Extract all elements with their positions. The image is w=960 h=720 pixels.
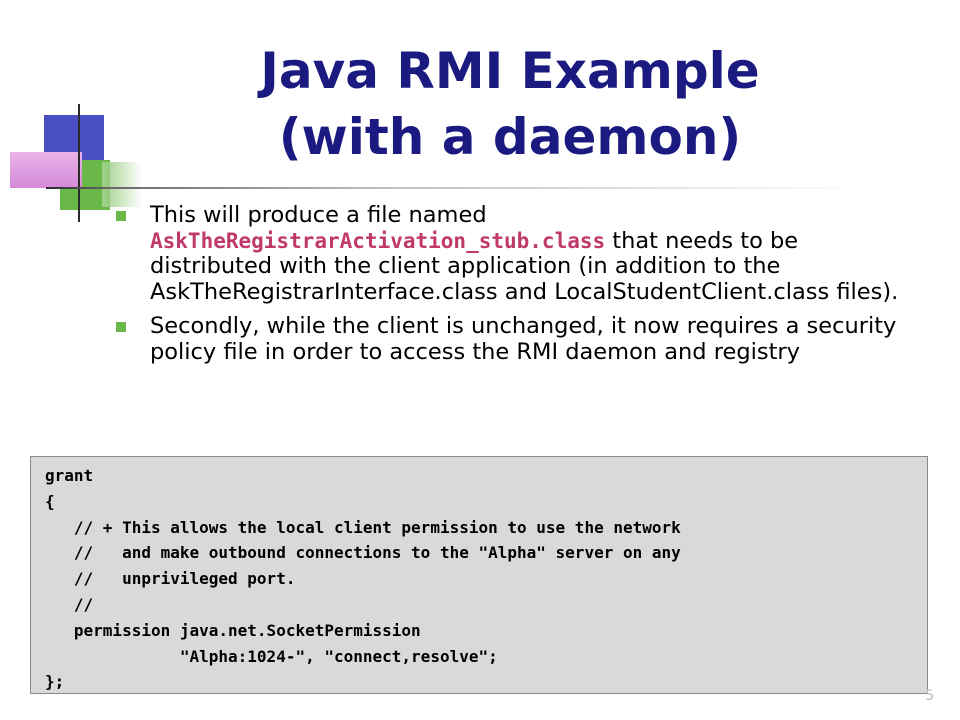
page-number: 5 (925, 688, 934, 704)
code-line: // unprivileged port. (45, 569, 296, 589)
stub-class-filename: AskTheRegistrarActivation_stub.class (150, 228, 606, 253)
decor-horizontal-rule (46, 187, 866, 189)
decor-vertical-line (78, 104, 80, 222)
code-line: // + This allows the local client permis… (45, 517, 681, 537)
bullet-text-post: that needs to be distributed with the cl… (150, 227, 899, 305)
bullet-item: Secondly, while the client is unchanged,… (116, 313, 916, 365)
code-line: "Alpha:1024-", "connect,resolve"; (45, 646, 498, 666)
code-line: grant (45, 466, 94, 485)
bullet-item: This will produce a file named AskTheReg… (116, 202, 916, 305)
bullet-text-pre: This will produce a file named (150, 202, 487, 228)
slide-title-line2: (with a daemon) (278, 108, 742, 166)
code-line: permission java.net.SocketPermission (45, 620, 421, 640)
code-line: { (45, 491, 55, 511)
square-bullet-icon (116, 211, 126, 221)
code-line: }; (45, 672, 65, 692)
square-bullet-icon (116, 322, 126, 332)
slide-title-line1: Java RMI Example (260, 42, 760, 100)
bullet-text: Secondly, while the client is unchanged,… (150, 313, 897, 365)
decor-green-gradient (102, 162, 142, 207)
code-line: // and make outbound connections to the … (45, 543, 681, 563)
slide-title: Java RMI Example (with a daemon) (180, 38, 840, 170)
policy-code-block: grant { // + This allows the local clien… (30, 456, 928, 694)
code-line: // (45, 594, 94, 614)
decor-pink-square (10, 152, 82, 188)
bullet-list: This will produce a file named AskTheReg… (116, 202, 916, 374)
